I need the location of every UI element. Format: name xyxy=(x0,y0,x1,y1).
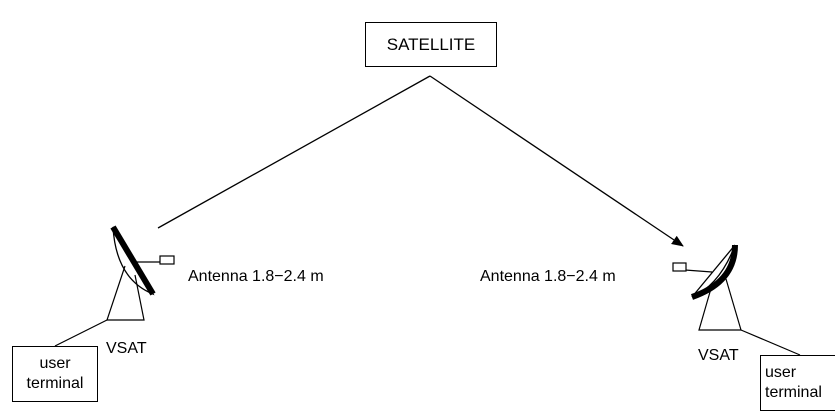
right-user-terminal-box: user terminal xyxy=(760,355,835,411)
right-user-terminal-line1: user xyxy=(765,364,797,381)
right-feed-horn xyxy=(672,262,687,272)
right-user-terminal-line2: terminal xyxy=(765,384,822,401)
right-terminal-cable xyxy=(740,329,801,356)
left-feed-horn xyxy=(159,255,175,265)
left-antenna-mount xyxy=(106,265,145,321)
right-antenna-label: Antenna 1.8−2.4 m xyxy=(480,268,616,285)
left-user-terminal-box: user terminal xyxy=(12,346,98,402)
left-antenna-label: Antenna 1.8−2.4 m xyxy=(188,268,324,285)
right-antenna-mount xyxy=(698,278,742,331)
downlink-arrow xyxy=(429,75,684,247)
satellite-label: SATELLITE xyxy=(386,34,476,54)
left-dish-antenna-icon xyxy=(110,225,175,296)
right-vsat-label: VSAT xyxy=(698,347,739,364)
left-user-terminal-line1: user xyxy=(39,355,71,372)
left-vsat-label: VSAT xyxy=(106,340,147,357)
left-user-terminal-line2: terminal xyxy=(26,375,84,392)
uplink-line xyxy=(157,75,431,229)
right-dish-antenna-icon xyxy=(672,244,738,300)
satellite-box: SATELLITE xyxy=(365,22,497,67)
left-terminal-cable xyxy=(54,319,108,347)
